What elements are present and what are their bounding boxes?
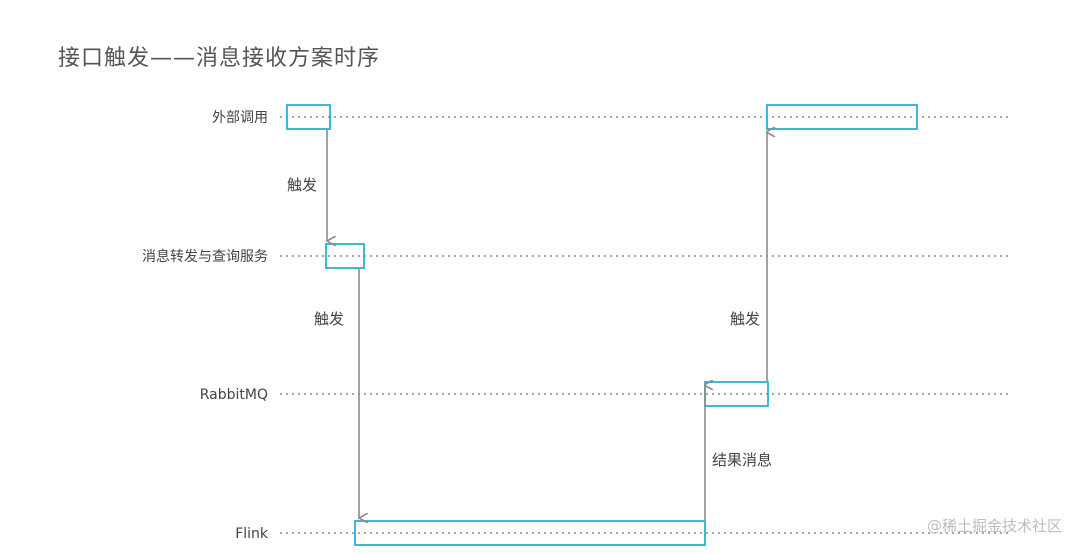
watermark: @稀土掘金技术社区 — [926, 517, 1062, 535]
activation-service — [325, 243, 365, 269]
activation-flink — [354, 520, 706, 546]
lane-label-service: 消息转发与查询服务 — [142, 248, 268, 265]
lane-label-external: 外部调用 — [212, 110, 268, 126]
activation-external-start — [286, 104, 331, 130]
lane-label-rabbitmq: RabbitMQ — [200, 387, 268, 403]
arrow-label-external-to-service: 触发 — [287, 176, 317, 194]
activation-external-end — [766, 104, 918, 130]
arrow-label-service-to-flink: 触发 — [314, 310, 344, 328]
arrow-label-flink-to-rabbitmq: 结果消息 — [712, 451, 772, 469]
lane-label-flink: Flink — [235, 526, 269, 542]
diagram-title: 接口触发——消息接收方案时序 — [58, 46, 381, 71]
arrow-label-rabbitmq-to-external: 触发 — [730, 310, 760, 328]
